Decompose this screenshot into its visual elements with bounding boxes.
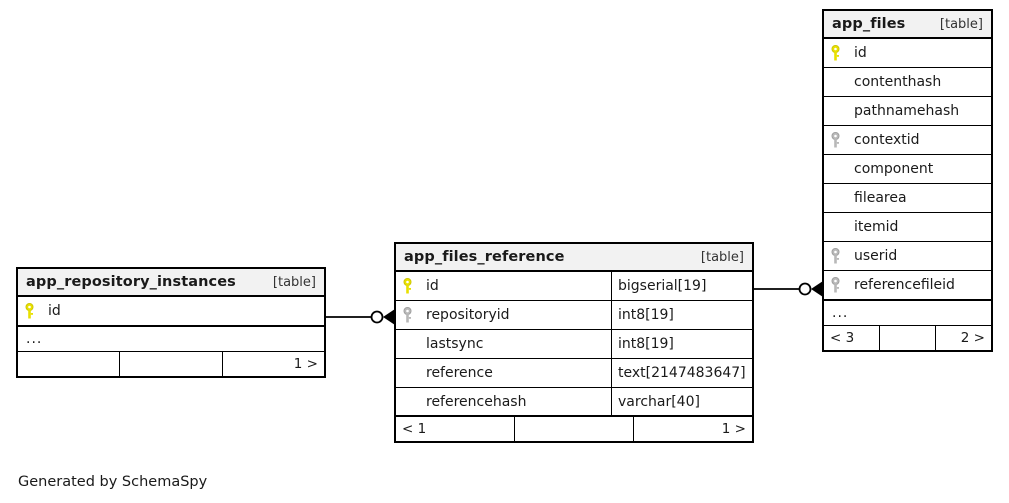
- column-name: referencefileid: [854, 277, 955, 293]
- no-key-spacer: [824, 155, 846, 183]
- column-name-cell: userid: [846, 242, 991, 270]
- table-header: app_repository_instances [table]: [18, 269, 324, 297]
- table-row[interactable]: contenthash: [824, 68, 991, 97]
- column-name-cell: filearea: [846, 184, 991, 212]
- column-name: referencehash: [426, 393, 527, 410]
- column-name-cell: lastsync: [418, 330, 611, 358]
- er-table-app-files[interactable]: app_files [table] id contenthash pathnam…: [822, 9, 993, 352]
- table-type-label: [table]: [939, 16, 983, 32]
- er-table-app-repository-instances[interactable]: app_repository_instances [table] id ... …: [16, 267, 326, 378]
- table-footer: 1 >: [18, 352, 324, 376]
- foreign-key-icon: [824, 126, 846, 154]
- table-row[interactable]: id bigserial[19]: [396, 272, 752, 301]
- column-type: bigserial[19]: [611, 272, 752, 300]
- column-name: reference: [426, 365, 493, 381]
- column-name: pathnamehash: [854, 103, 960, 119]
- footer-children-count[interactable]: 2 >: [935, 326, 991, 350]
- primary-key-icon: [396, 272, 418, 300]
- er-table-app-files-reference[interactable]: app_files_reference [table] id bigserial…: [394, 242, 754, 443]
- primary-key-icon: [824, 39, 846, 67]
- column-name-cell: component: [846, 155, 991, 183]
- column-name-cell: contenthash: [846, 68, 991, 96]
- column-name: lastsync: [426, 336, 484, 352]
- no-key-spacer: [824, 184, 846, 212]
- footer-middle: [514, 417, 633, 441]
- no-key-spacer: [396, 388, 418, 415]
- column-type: int8[19]: [611, 301, 752, 329]
- column-name: contextid: [854, 132, 920, 148]
- table-row[interactable]: id: [18, 297, 324, 326]
- column-name: filearea: [854, 190, 907, 206]
- footer-parents-count[interactable]: < 1: [402, 421, 427, 437]
- table-row[interactable]: component: [824, 155, 991, 184]
- relationship-connector-reference-to-files: [754, 280, 824, 298]
- table-row[interactable]: lastsync int8[19]: [396, 330, 752, 359]
- foreign-key-icon: [396, 301, 418, 329]
- no-key-spacer: [824, 97, 846, 125]
- no-key-spacer: [824, 68, 846, 96]
- column-name: id: [48, 303, 61, 319]
- more-columns-ellipsis: ...: [18, 326, 324, 352]
- footer-children-count[interactable]: 1 >: [633, 417, 752, 441]
- table-header: app_files [table]: [824, 11, 991, 39]
- table-row[interactable]: itemid: [824, 213, 991, 242]
- column-name: id: [426, 278, 439, 294]
- column-name: contenthash: [854, 74, 942, 90]
- footer-parents-count[interactable]: [18, 352, 119, 376]
- footer-parents-count[interactable]: < 3: [830, 330, 855, 346]
- column-name: id: [854, 45, 867, 61]
- table-name: app_repository_instances: [26, 274, 236, 290]
- foreign-key-icon: [824, 271, 846, 299]
- primary-key-icon: [18, 297, 40, 325]
- table-row[interactable]: referencehash varchar[40]: [396, 388, 752, 417]
- table-row[interactable]: reference text[2147483647]: [396, 359, 752, 388]
- table-row[interactable]: userid: [824, 242, 991, 271]
- table-footer: < 1 1 >: [396, 417, 752, 441]
- column-name-cell: itemid: [846, 213, 991, 241]
- column-name-cell: id: [846, 39, 991, 67]
- column-type: int8[19]: [611, 330, 752, 358]
- table-type-label: [table]: [700, 249, 744, 265]
- no-key-spacer: [396, 359, 418, 387]
- column-name-cell: id: [40, 297, 324, 325]
- footer-middle: [119, 352, 221, 376]
- column-name-cell: reference: [418, 359, 611, 387]
- table-row[interactable]: repositoryid int8[19]: [396, 301, 752, 330]
- table-row[interactable]: referencefileid: [824, 271, 991, 300]
- column-name-cell: id: [418, 272, 611, 300]
- column-name-cell: repositoryid: [418, 301, 611, 329]
- table-row[interactable]: filearea: [824, 184, 991, 213]
- more-columns-ellipsis: ...: [824, 300, 991, 326]
- no-key-spacer: [824, 213, 846, 241]
- table-row[interactable]: contextid: [824, 126, 991, 155]
- foreign-key-icon: [824, 242, 846, 270]
- column-name: component: [854, 161, 934, 177]
- column-name-cell: pathnamehash: [846, 97, 991, 125]
- column-name: userid: [854, 248, 898, 264]
- column-type: text[2147483647]: [611, 359, 752, 387]
- column-name: itemid: [854, 219, 899, 235]
- table-name: app_files_reference: [404, 249, 565, 265]
- table-row[interactable]: id: [824, 39, 991, 68]
- relationship-connector-repository-to-reference: [324, 308, 396, 326]
- table-header: app_files_reference [table]: [396, 244, 752, 272]
- table-row[interactable]: pathnamehash: [824, 97, 991, 126]
- column-type: varchar[40]: [611, 388, 752, 415]
- table-name: app_files: [832, 16, 906, 32]
- column-name: repositoryid: [426, 307, 510, 323]
- generated-by-caption: Generated by SchemaSpy: [18, 474, 208, 490]
- column-name-cell: referencefileid: [846, 271, 991, 299]
- table-type-label: [table]: [272, 274, 316, 290]
- footer-children-count[interactable]: 1 >: [221, 352, 324, 376]
- column-name-cell: referencehash: [418, 388, 611, 415]
- footer-middle: [879, 326, 935, 350]
- table-footer: < 3 2 >: [824, 326, 991, 350]
- no-key-spacer: [396, 330, 418, 358]
- column-name-cell: contextid: [846, 126, 991, 154]
